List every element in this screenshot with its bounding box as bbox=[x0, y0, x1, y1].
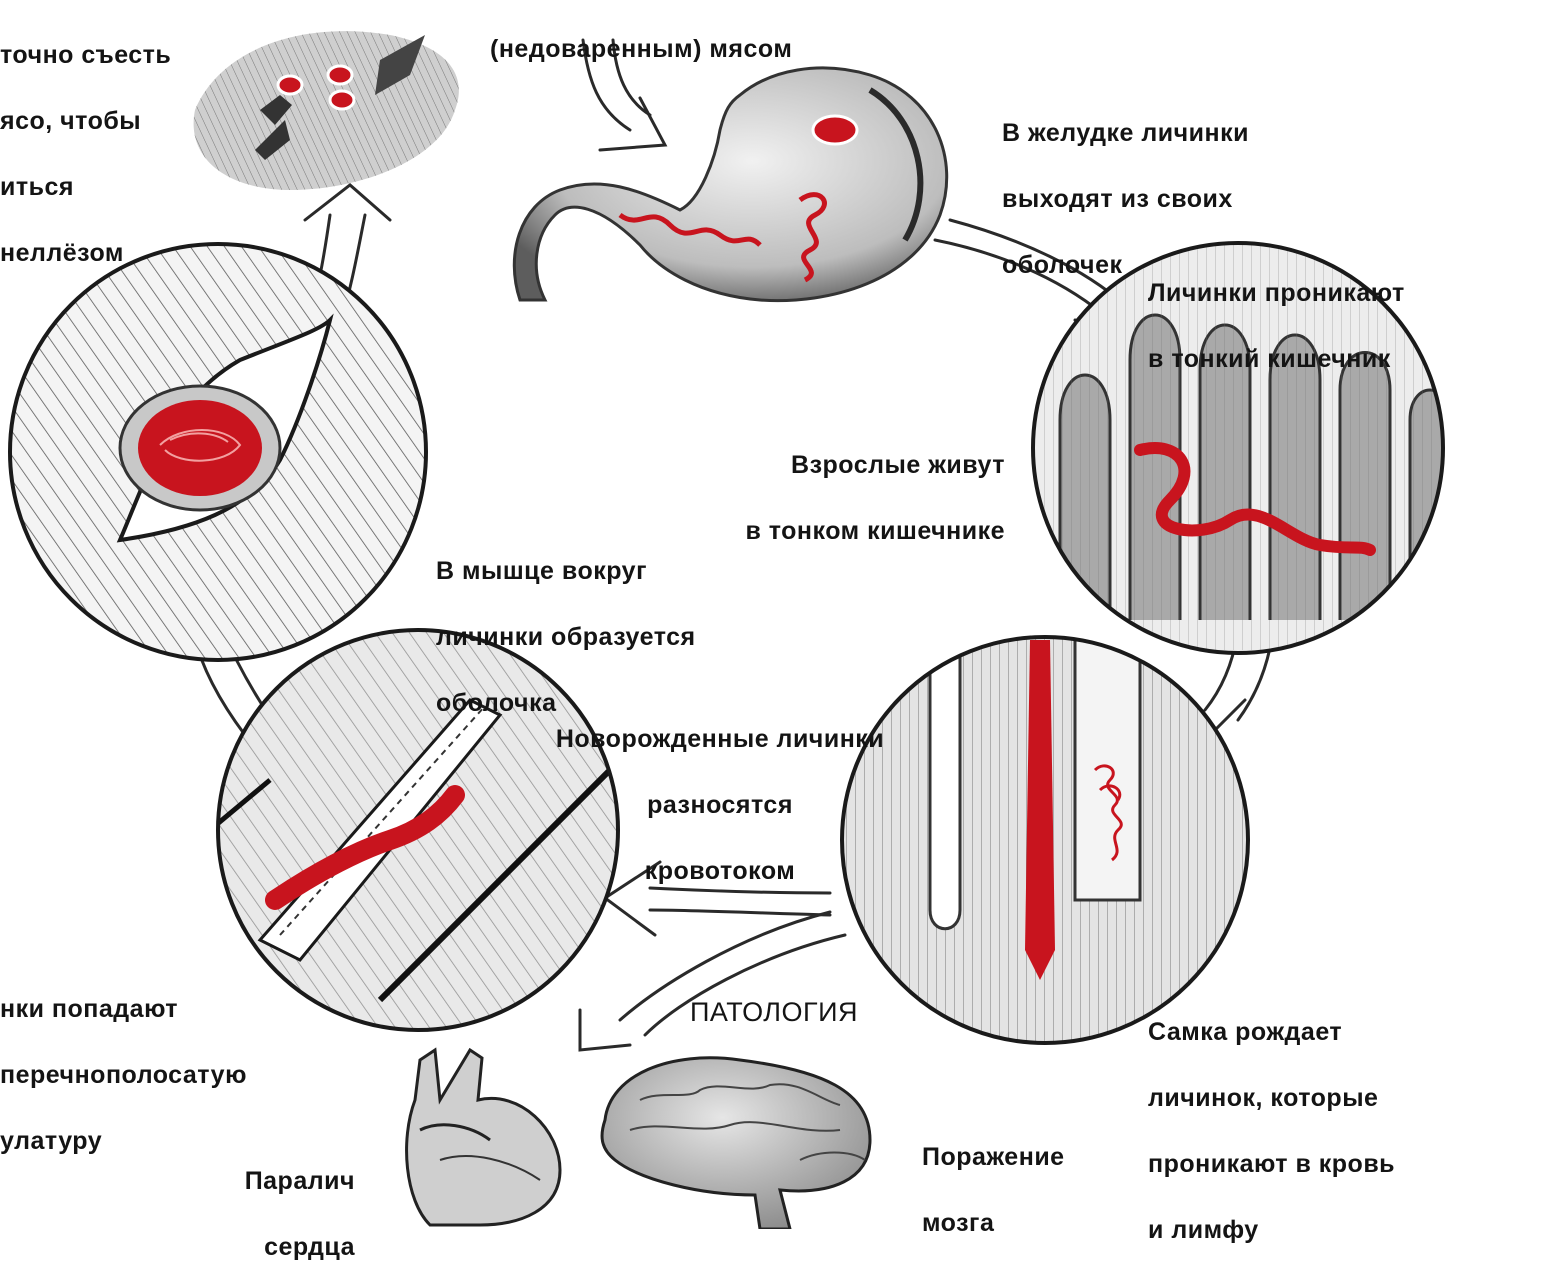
label-line: мозга bbox=[922, 1212, 1065, 1234]
label-undercooked-meat: (недоваренным) мясом bbox=[490, 0, 792, 82]
label-line: Взрослые живут bbox=[610, 454, 1005, 476]
label-line: перечнополосатую bbox=[0, 1064, 247, 1086]
label-line: личинок, которые bbox=[1148, 1087, 1395, 1109]
label-female: Самка рождает личинок, которые проникают… bbox=[1148, 977, 1395, 1263]
label-line: в тонкий кишечник bbox=[1148, 348, 1405, 370]
label-heart: Паралич сердца bbox=[150, 1126, 355, 1280]
label-eat-meat: точно съесть ясо, чтобы иться неллёзом bbox=[0, 0, 171, 286]
label-line: Новорожденные личинки bbox=[470, 728, 970, 750]
label-line: Личинки проникают bbox=[1148, 282, 1405, 304]
heart-icon bbox=[407, 1050, 560, 1225]
label-newborn: Новорожденные личинки разносятся кровото… bbox=[470, 684, 970, 904]
label-line: сердца bbox=[150, 1236, 355, 1258]
label-pathology: ПАТОЛОГИЯ bbox=[690, 1001, 858, 1023]
label-line: ясо, чтобы bbox=[0, 110, 171, 132]
label-line: Поражение bbox=[922, 1146, 1065, 1168]
brain-icon bbox=[602, 1058, 870, 1229]
label-line: выходят из своих bbox=[1002, 188, 1249, 210]
meat-icon bbox=[194, 31, 459, 190]
label-line: В мышце вокруг bbox=[436, 560, 696, 582]
label-line: Самка рождает bbox=[1148, 1021, 1395, 1043]
label-line: и лимфу bbox=[1148, 1219, 1395, 1241]
label-line: личинки образуется bbox=[436, 626, 696, 648]
label-line: В желудке личинки bbox=[1002, 122, 1249, 144]
label-brain: Поражение мозга bbox=[922, 1102, 1065, 1256]
label-line: нки попадают bbox=[0, 998, 247, 1020]
label-line: разносятся bbox=[470, 794, 970, 816]
label-line: кровотоком bbox=[470, 860, 970, 882]
label-intestine-enter: Личинки проникают в тонкий кишечник bbox=[1148, 238, 1405, 392]
label-line: (недоваренным) мясом bbox=[490, 38, 792, 60]
label-line: неллёзом bbox=[0, 242, 171, 264]
stomach-icon bbox=[514, 68, 946, 301]
label-line: точно съесть bbox=[0, 44, 171, 66]
muscle-cyst-icon bbox=[0, 240, 440, 670]
label-line: иться bbox=[0, 176, 171, 198]
label-line: Паралич bbox=[150, 1170, 355, 1192]
arrow-to-pathology bbox=[580, 912, 845, 1050]
label-line: проникают в кровь bbox=[1148, 1153, 1395, 1175]
